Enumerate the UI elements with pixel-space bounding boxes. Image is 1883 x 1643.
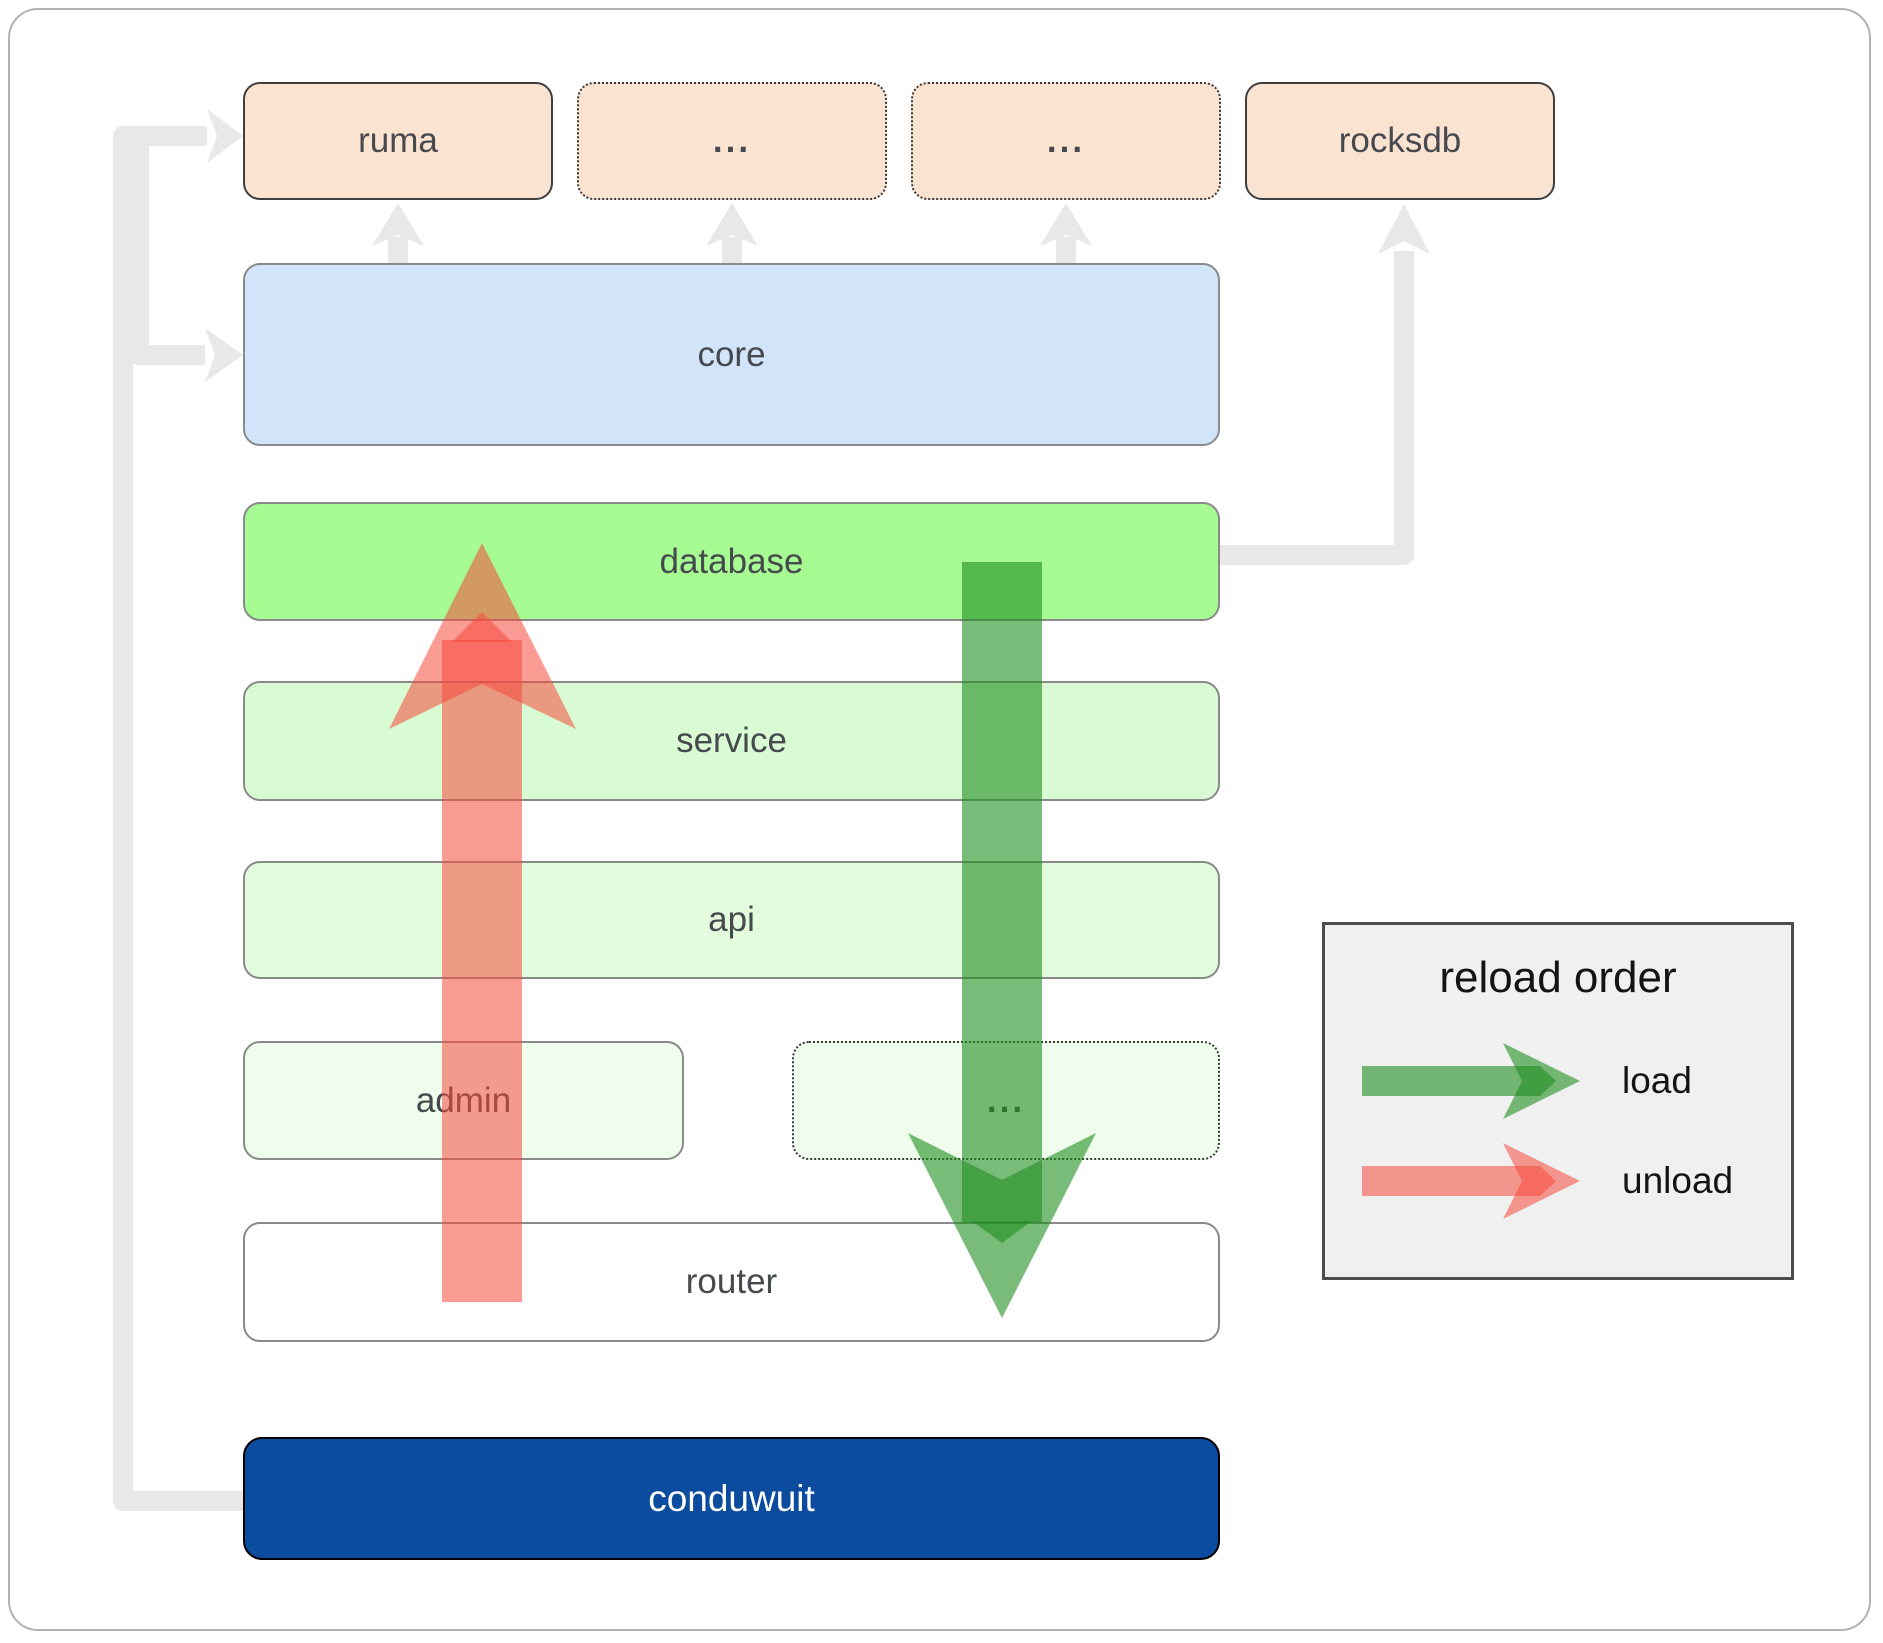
legend-unload-arrow-icon [1362,1143,1580,1219]
node-service-label: service [676,721,787,760]
page-border [8,8,1871,1631]
node-conduwuit-label: conduwuit [648,1477,815,1519]
node-api: api [243,861,1220,979]
node-other-services-label: ... [986,1080,1026,1120]
node-router: router [243,1222,1220,1342]
node-database: database [243,502,1220,621]
node-service: service [243,681,1220,801]
legend-load-label: load [1622,1060,1692,1101]
node-database-label: database [659,541,804,581]
node-other-dependencies-2-label: ... [1046,121,1086,160]
legend-unload-label: unload [1622,1160,1734,1201]
legend: reload order load unload [1322,922,1794,1280]
node-other-dependencies-2: ... [911,82,1221,200]
node-ruma-label: ruma [358,121,438,160]
node-other-services: ... [792,1041,1220,1160]
node-rocksdb: rocksdb [1245,82,1555,200]
node-other-dependencies-1: ... [577,82,887,200]
legend-load-arrow-icon [1362,1043,1580,1119]
node-router-label: router [685,1262,778,1301]
node-admin: admin [243,1041,684,1160]
node-ruma: ruma [243,82,553,200]
node-conduwuit: conduwuit [243,1437,1220,1560]
legend-title: reload order [1439,953,1677,1002]
node-rocksdb-label: rocksdb [1338,121,1462,160]
node-other-dependencies-1-label: ... [712,121,752,160]
node-admin-label: admin [415,1080,512,1120]
node-core: core [243,263,1220,446]
node-core-label: core [697,334,766,374]
node-api-label: api [708,900,755,939]
